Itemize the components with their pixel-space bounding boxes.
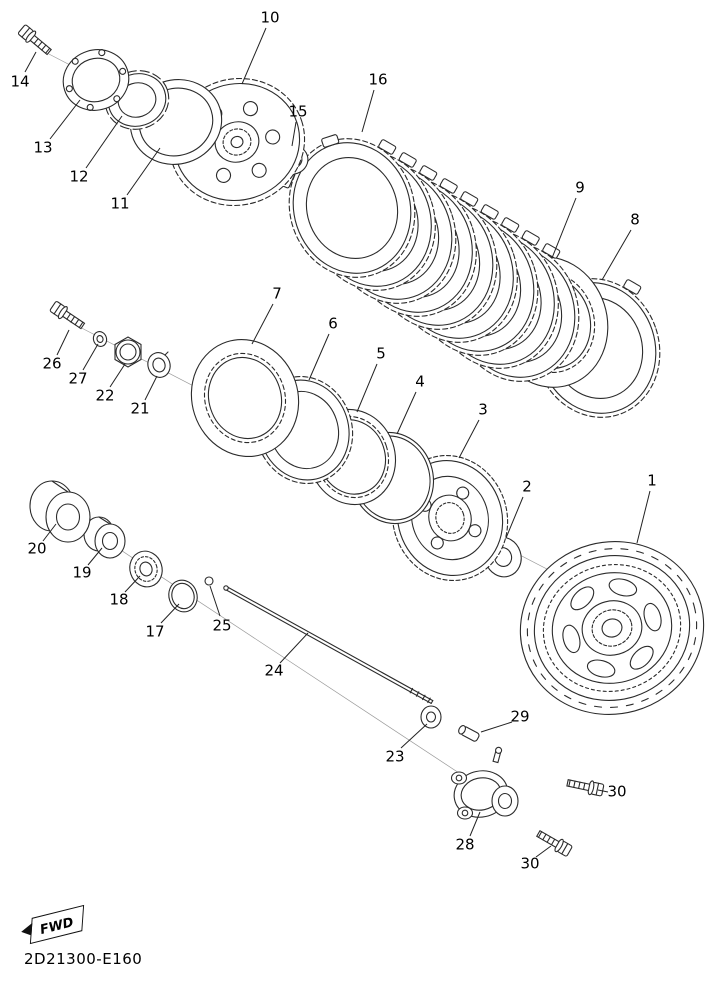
part-19-collar (83, 516, 126, 559)
callout-1-15: 1 (647, 471, 657, 490)
leader-line-23-26 (400, 723, 428, 749)
callout-23-26: 23 (385, 747, 405, 766)
leader-line-15-5 (291, 121, 297, 147)
leader-line-29-27 (480, 721, 513, 733)
callout-9-7: 9 (575, 178, 585, 197)
part-20-spacer (29, 480, 91, 543)
callout-29-27: 29 (510, 707, 530, 726)
fwd-arrow-icon (20, 922, 33, 939)
leader-line-2-14 (505, 496, 524, 539)
callout-18-22: 18 (109, 590, 129, 609)
leader-line-3-13 (458, 419, 480, 459)
leader-line-21-19 (144, 375, 158, 401)
part-25-ball (204, 576, 214, 586)
part-22-nut (114, 336, 142, 368)
callout-7-9: 7 (272, 284, 282, 303)
leader-line-7-9 (251, 303, 274, 345)
leader-line-30-29 (597, 789, 609, 793)
leader-line-10-4 (241, 27, 267, 85)
part-7-clutch-plate (190, 338, 300, 458)
callout-30-30: 30 (520, 854, 540, 873)
diagram-code: 2D21300-E160 (24, 950, 143, 968)
leader-line-13-1 (49, 99, 81, 140)
leader-line-14-0 (24, 51, 37, 73)
leader-line-1-15 (636, 490, 651, 544)
callout-28-28: 28 (455, 835, 475, 854)
leader-line-25-24 (209, 585, 221, 617)
leader-line-24-25 (279, 632, 309, 664)
callout-30-29: 30 (607, 782, 627, 801)
part-28-release-cylinder (450, 746, 519, 820)
callout-15-5: 15 (288, 102, 308, 121)
leader-line-5-11 (356, 363, 378, 413)
leader-line-22-18 (109, 363, 126, 388)
callout-6-10: 6 (328, 314, 338, 333)
leader-line-18-22 (124, 575, 141, 593)
part-27-washer (92, 331, 108, 347)
leader-line-19-21 (87, 547, 103, 566)
leader-line-4-12 (396, 391, 417, 435)
leader-line-27-17 (82, 343, 99, 371)
leader-line-16-6 (361, 89, 375, 133)
callout-4-12: 4 (415, 372, 425, 391)
leader-line-30-30 (535, 845, 552, 858)
callout-17-23: 17 (145, 622, 165, 641)
leader-line-28-28 (469, 811, 481, 837)
leader-line-17-23 (160, 603, 180, 624)
callout-2-14: 2 (522, 477, 532, 496)
leader-line-26-16 (56, 329, 70, 356)
callout-24-25: 24 (264, 661, 284, 680)
callout-16-6: 16 (368, 70, 388, 89)
leader-line-20-20 (42, 523, 57, 542)
callout-12-2: 12 (69, 167, 89, 186)
callout-14-0: 14 (10, 72, 30, 91)
part-23-piston-washer (420, 705, 442, 729)
callout-27-17: 27 (68, 369, 88, 388)
callout-5-11: 5 (376, 344, 386, 363)
leader-line-11-3 (126, 147, 161, 196)
leader-line-6-10 (308, 333, 330, 381)
callout-21-19: 21 (130, 399, 150, 418)
part-21-lock-washer (147, 351, 171, 378)
part-1-clutch-housing (519, 541, 705, 715)
callout-3-13: 3 (478, 400, 488, 419)
part-29-pin (458, 725, 480, 742)
callout-8-8: 8 (630, 210, 640, 229)
leader-line-9-7 (551, 197, 577, 259)
leader-line-12-2 (85, 115, 123, 169)
callout-10-4: 10 (260, 8, 280, 27)
callout-26-16: 26 (42, 354, 62, 373)
callout-20-20: 20 (27, 539, 47, 558)
callout-13-1: 13 (33, 138, 53, 157)
callout-19-21: 19 (72, 563, 92, 582)
callout-22-18: 22 (95, 386, 115, 405)
callout-25-24: 25 (212, 616, 232, 635)
part-24-push-rod (223, 585, 434, 704)
part-13-spring-plate (62, 49, 130, 111)
leader-line-8-8 (601, 229, 632, 281)
part-17-shim (168, 579, 198, 613)
callout-11-3: 11 (110, 194, 130, 213)
